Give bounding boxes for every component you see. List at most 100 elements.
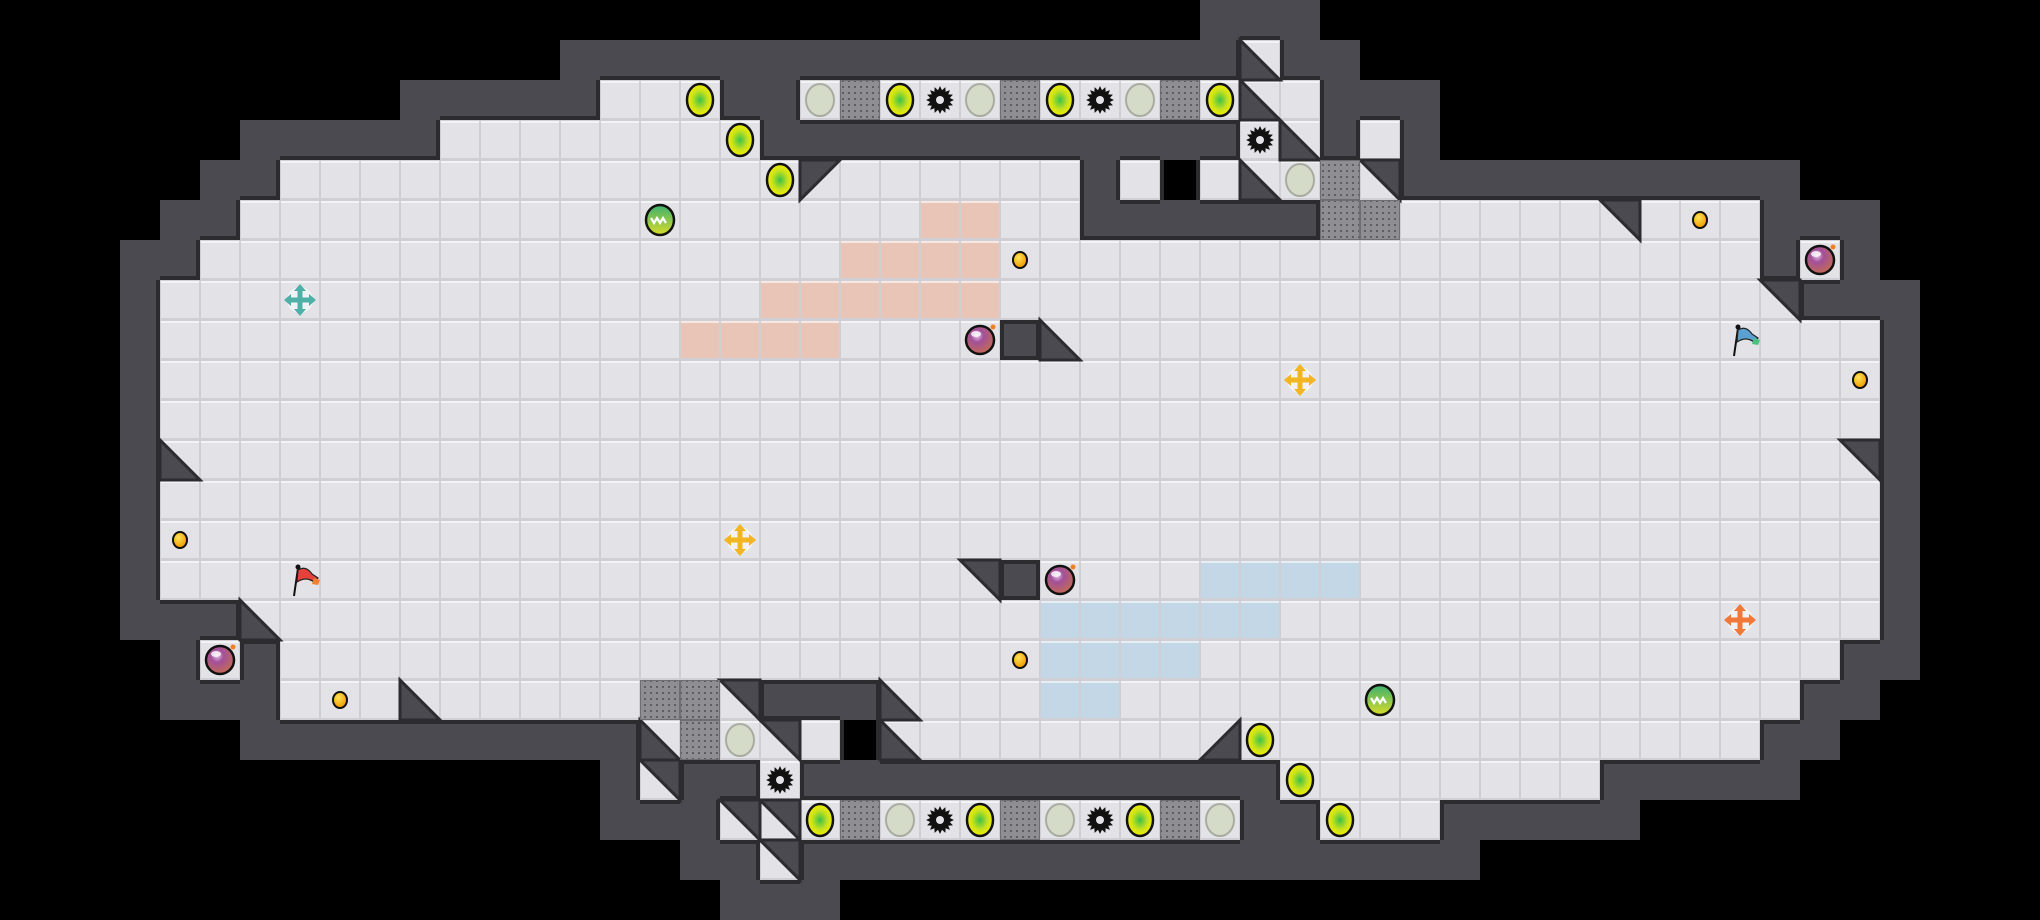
floor-tile [1000, 356, 1040, 400]
floor-tile [560, 360, 600, 400]
yellow-button-icon[interactable] [1285, 762, 1315, 798]
wall-block [1880, 280, 1920, 320]
floor-tile [1480, 400, 1520, 440]
floor-tile [1080, 400, 1120, 440]
wall-block [1720, 160, 1760, 200]
floor-tile [680, 600, 720, 640]
floor-tile [720, 400, 760, 440]
floor-tile [520, 360, 560, 400]
red-flag-icon[interactable] [293, 564, 320, 597]
wall-block [1080, 760, 1120, 800]
floor-tile [600, 400, 640, 440]
floor-tile [1320, 760, 1360, 800]
floor-tile [400, 320, 440, 360]
floor-tile [560, 400, 600, 440]
floor-tile [360, 640, 400, 680]
floor-tile [960, 720, 1000, 764]
floor-tile [1080, 520, 1120, 560]
inactive-button-icon [885, 803, 915, 837]
floor-tile [720, 240, 760, 280]
floor-tile [840, 480, 880, 520]
yellow-button-icon[interactable] [1045, 82, 1075, 118]
floor-tile [1360, 760, 1400, 800]
floor-tile [640, 280, 680, 320]
yellow-button-icon[interactable] [1245, 722, 1275, 758]
floor-tile [1040, 200, 1084, 240]
yellow-button-icon[interactable] [1205, 82, 1235, 118]
floor-tile [520, 160, 560, 200]
gear-spike-icon [926, 806, 954, 834]
blue-flag-icon[interactable] [1733, 324, 1760, 357]
floor-tile [1200, 640, 1240, 680]
wall-block [1160, 840, 1200, 880]
floor-tile [800, 480, 840, 520]
floor-tile [520, 520, 560, 560]
wall-block [960, 120, 1000, 160]
wall-slope [1238, 156, 1284, 202]
blue-zone-tile [1200, 600, 1240, 640]
bomb-icon [964, 324, 996, 356]
wall-block [1840, 240, 1880, 280]
move-arrows-icon [1284, 364, 1316, 396]
floor-tile [400, 240, 440, 280]
floor-tile [600, 560, 640, 600]
floor-tile [1120, 400, 1160, 440]
floor-tile [1800, 480, 1840, 520]
floor-tile [280, 360, 320, 400]
floor-tile [1360, 360, 1400, 400]
floor-tile [1640, 680, 1680, 720]
yellow-button-icon[interactable] [685, 82, 715, 118]
wall-block [720, 40, 760, 80]
wall-block [1080, 200, 1120, 240]
wall-block [1880, 520, 1920, 560]
floor-tile [1520, 360, 1560, 400]
floor-tile [1120, 480, 1160, 520]
floor-tile [960, 520, 1000, 560]
floor-tile [1200, 520, 1240, 560]
floor-tile [1600, 680, 1640, 720]
wall-block [200, 600, 240, 640]
floor-tile [1160, 440, 1200, 480]
grate-tile-icon [1000, 80, 1040, 120]
wall-block [760, 680, 800, 720]
wall-block [1160, 760, 1200, 800]
floor-tile [600, 160, 640, 200]
floor-tile [1160, 400, 1200, 440]
floor-tile [1560, 760, 1604, 804]
floor-tile [1040, 480, 1080, 520]
wall-block [1040, 120, 1080, 160]
wall-block [1320, 40, 1360, 80]
yellow-button-icon[interactable] [965, 802, 995, 838]
wall-block [1760, 200, 1800, 240]
floor-tile [640, 440, 680, 480]
floor-tile [1440, 560, 1480, 600]
wall-block [760, 880, 800, 920]
yellow-button-icon[interactable] [765, 162, 795, 198]
wall-slope [1278, 116, 1324, 162]
floor-tile [880, 640, 920, 680]
floor-tile [1080, 360, 1120, 400]
floor-tile [1560, 196, 1600, 240]
entities-layer [172, 80, 1868, 840]
wall-block [1840, 680, 1880, 720]
floor-tile [800, 600, 840, 640]
floor-tile [960, 480, 1000, 520]
floor-tile [1280, 76, 1324, 120]
yellow-button-icon[interactable] [885, 82, 915, 118]
yellow-button-icon[interactable] [1325, 802, 1355, 838]
floor-tile [1440, 600, 1480, 640]
yellow-button-icon[interactable] [1125, 802, 1155, 838]
floor-tile [156, 320, 200, 360]
wall-block [600, 720, 640, 760]
floor-tile [720, 480, 760, 520]
floor-tile [1600, 240, 1640, 280]
yellow-button-icon[interactable] [805, 802, 835, 838]
wall-block [1880, 360, 1920, 400]
wall-slope [1238, 36, 1284, 82]
floor-tile [1680, 320, 1720, 360]
wall-block [200, 200, 240, 240]
yellow-button-icon[interactable] [725, 122, 755, 158]
wall-block [1280, 200, 1320, 240]
wall-block [720, 760, 760, 800]
